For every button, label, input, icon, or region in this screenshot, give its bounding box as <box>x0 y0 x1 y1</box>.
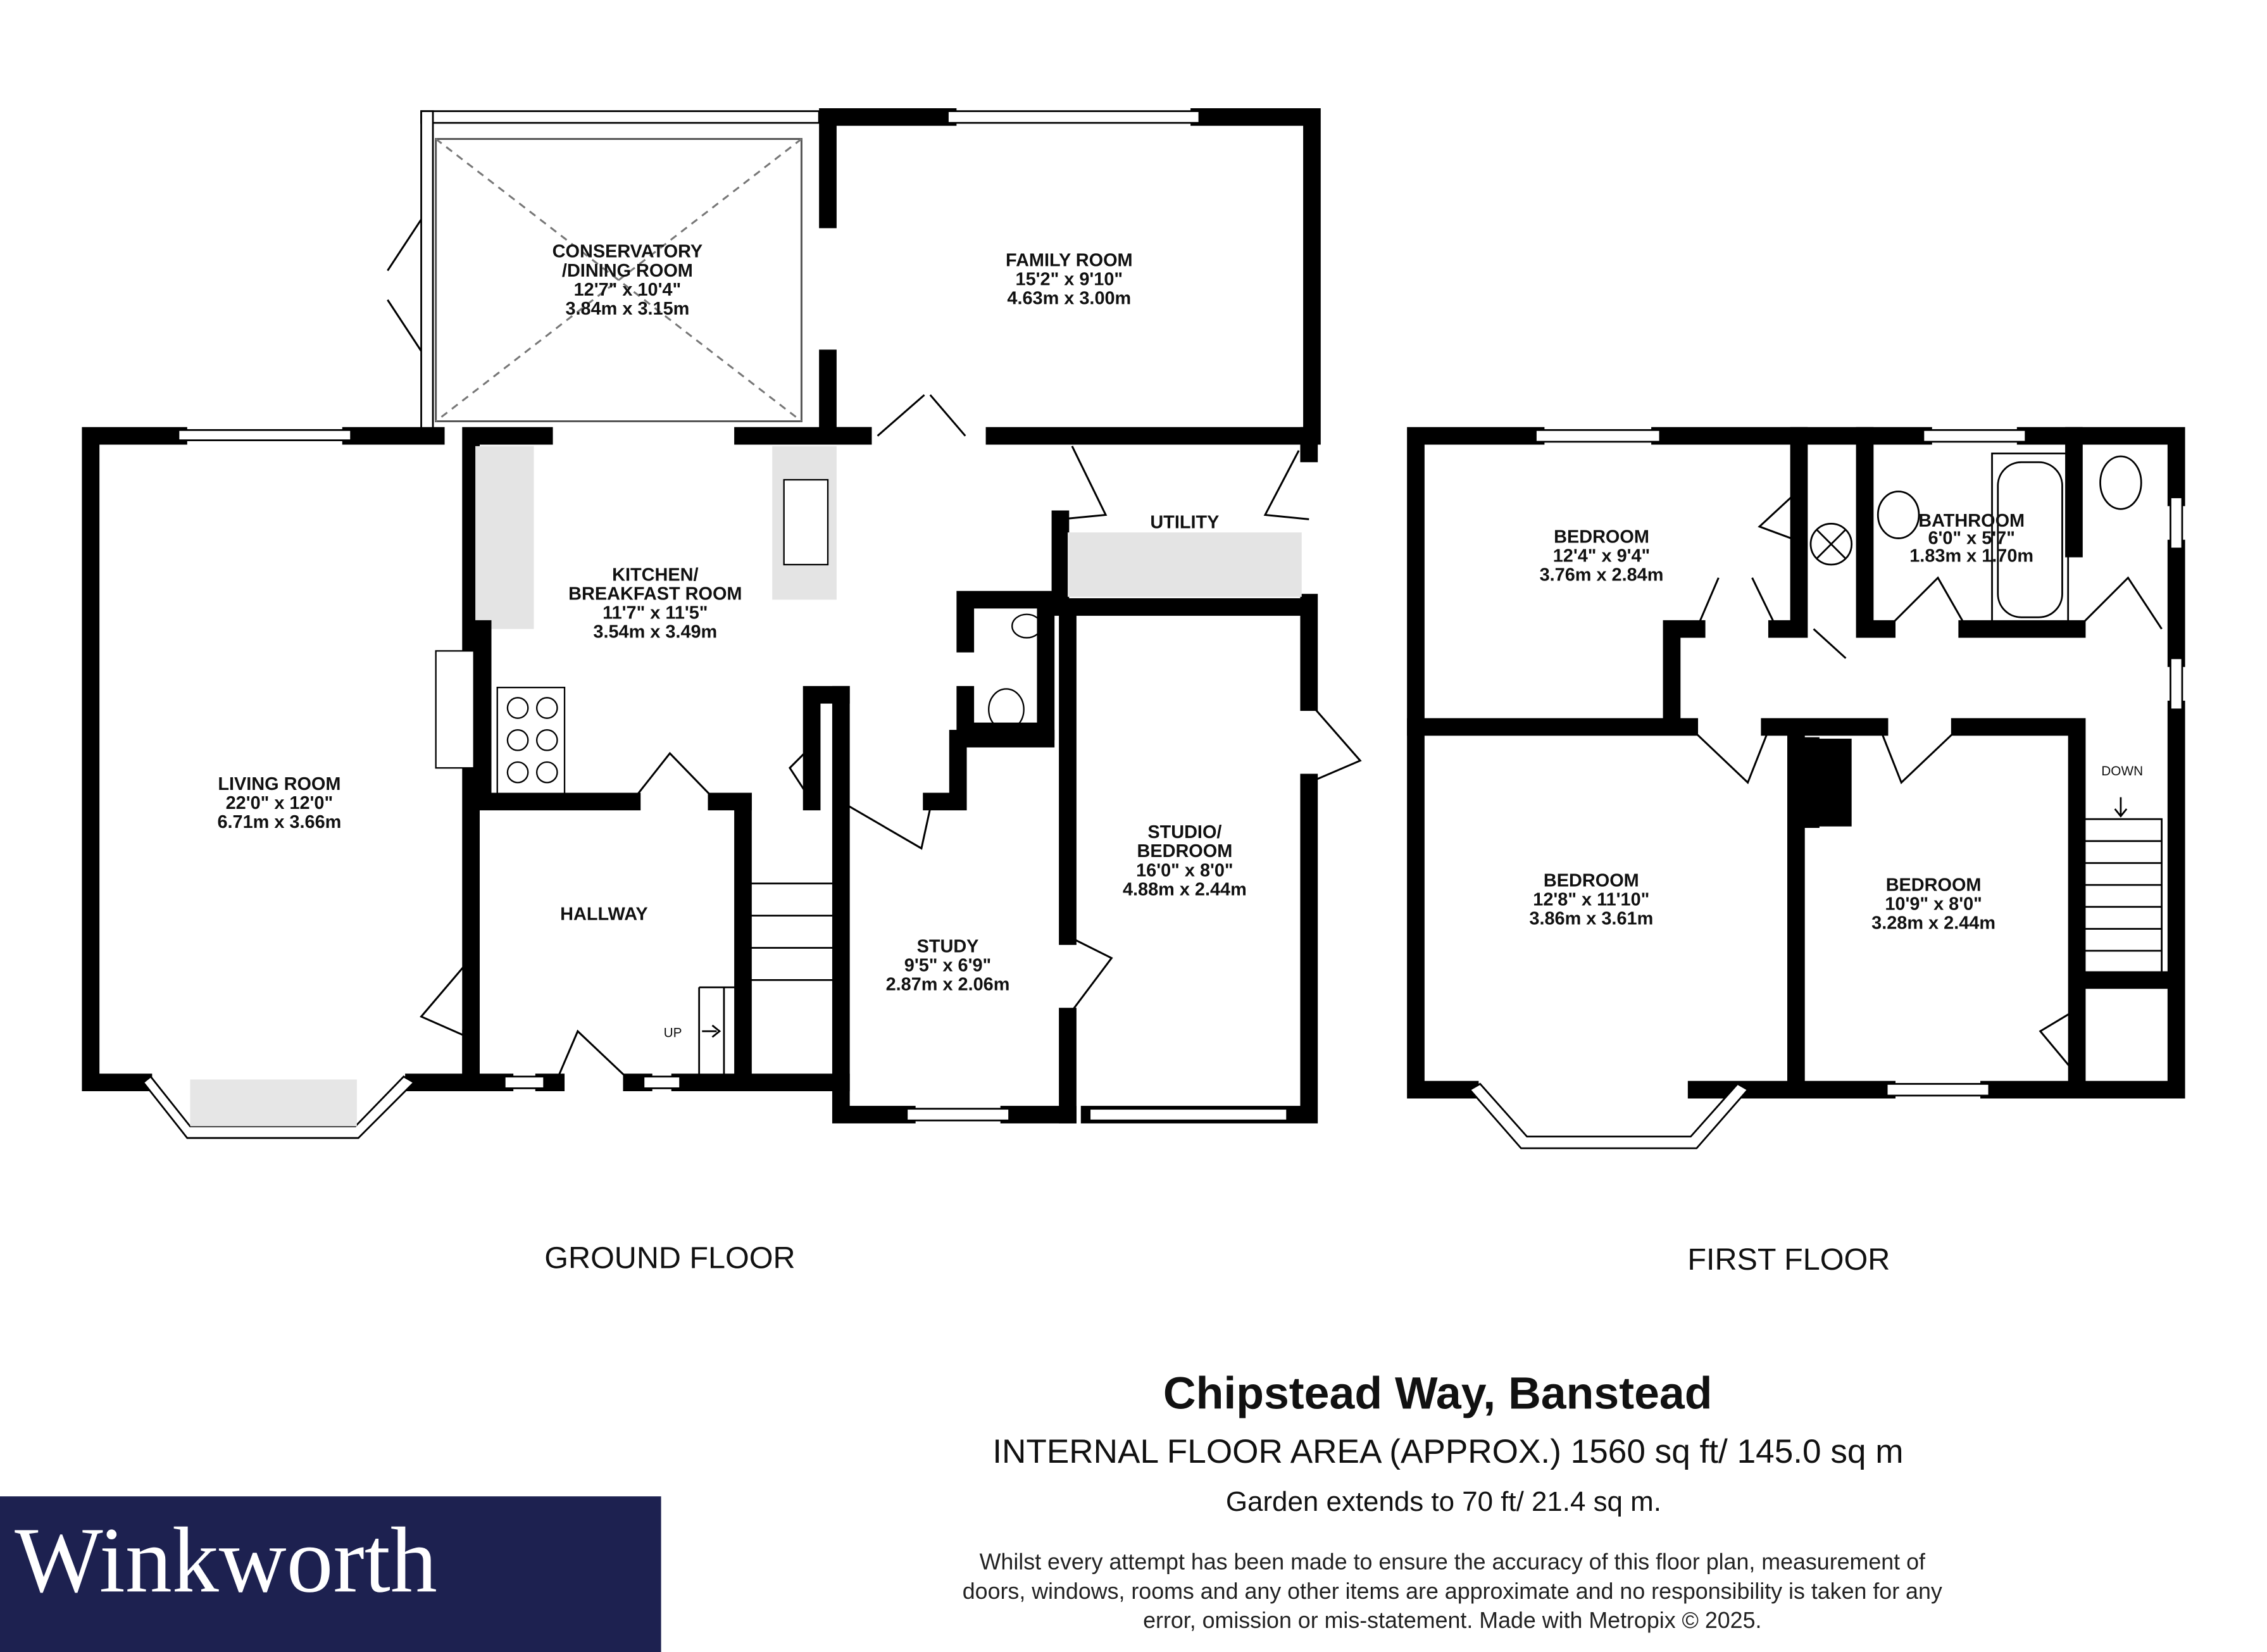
room-labels: CONSERVATORY /DINING ROOM 12'7" x 10'4" … <box>217 242 2143 1041</box>
conservatory-metric: 3.84m x 3.15m <box>565 299 689 319</box>
stairs-down-label: DOWN <box>2101 764 2143 779</box>
ground-floor-plan <box>82 108 1362 1139</box>
garden-size: Garden extends to 70 ft/ 21.4 sq m. <box>1226 1486 1661 1517</box>
bathroom-imperial: 6'0" x 5'7" <box>1928 529 2014 549</box>
first-floor-plan <box>1407 427 2185 1149</box>
bedroom-3-imperial: 10'9" x 8'0" <box>1885 894 1982 914</box>
study-imperial: 9'5" x 6'9" <box>904 955 991 975</box>
basin-icon <box>1877 491 1920 539</box>
family-room-walls <box>819 108 1321 445</box>
family-room-metric: 4.63m x 3.00m <box>1007 289 1131 309</box>
bedroom-2-imperial: 12'8" x 11'10" <box>1533 889 1649 910</box>
hallway-walls <box>462 792 850 1091</box>
bedroom-1-label: BEDROOM <box>1554 527 1649 547</box>
bathroom-label: BATHROOM <box>1918 511 2025 531</box>
toilet-icon <box>2099 455 2142 510</box>
first-floor-label: FIRST FLOOR <box>1687 1242 1890 1277</box>
extractor-fan-icon <box>1809 522 1853 566</box>
stairs-first-floor <box>2082 797 2163 984</box>
studio-imperial: 16'0" x 8'0" <box>1136 860 1233 880</box>
utility-walls <box>1051 427 1318 1123</box>
bedroom-1-metric: 3.76m x 2.84m <box>1540 565 1664 585</box>
bedroom-2-label: BEDROOM <box>1544 870 1639 891</box>
bathroom-metric: 1.83m x 1.70m <box>1909 546 2033 566</box>
studio-label-2: BEDROOM <box>1137 841 1232 861</box>
bedroom-3-label: BEDROOM <box>1886 875 1982 895</box>
living-room-imperial: 22'0" x 12'0" <box>226 793 334 813</box>
conservatory-label: CONSERVATORY <box>553 242 703 262</box>
conservatory <box>387 110 820 437</box>
family-room-label: FAMILY ROOM <box>1006 251 1133 271</box>
bedroom-2-metric: 3.86m x 3.61m <box>1529 909 1653 929</box>
kitchen-metric: 3.54m x 3.49m <box>593 622 717 642</box>
logo-text: Winkworth <box>15 1508 437 1611</box>
studio-label: STUDIO/ <box>1147 822 1221 842</box>
disclaimer-line-2: doors, windows, rooms and any other item… <box>963 1579 1942 1604</box>
winkworth-logo: Winkworth <box>0 1496 661 1652</box>
studio-metric: 4.88m x 2.44m <box>1123 879 1247 899</box>
door-swings-first-floor <box>1689 489 2163 1076</box>
disclaimer-line-1: Whilst every attempt has been made to en… <box>980 1549 1925 1575</box>
conservatory-label-2: /DINING ROOM <box>562 261 693 281</box>
bedroom-1-imperial: 12'4" x 9'4" <box>1553 546 1651 566</box>
living-room-label: LIVING ROOM <box>218 774 340 794</box>
ground-floor-label: GROUND FLOOR <box>544 1241 795 1275</box>
living-room-metric: 6.71m x 3.66m <box>217 812 341 832</box>
hallway-label: HALLWAY <box>560 904 648 925</box>
conservatory-imperial: 12'7" x 10'4" <box>574 280 682 300</box>
kitchen-imperial: 11'7" x 11'5" <box>603 603 708 623</box>
bath-icon <box>1991 453 2070 624</box>
disclaimer-line-3: error, omission or mis-statement. Made w… <box>1143 1608 1761 1633</box>
study-label: STUDY <box>917 936 979 956</box>
kitchen-label: KITCHEN/ <box>612 565 698 585</box>
kitchen-label-2: BREAKFAST ROOM <box>568 584 742 604</box>
utility-label: UTILITY <box>1150 512 1219 532</box>
stairs <box>698 882 835 1080</box>
floor-area: INTERNAL FLOOR AREA (APPROX.) 1560 sq ft… <box>992 1433 1903 1470</box>
bedroom-3-metric: 3.28m x 2.44m <box>1871 913 1995 933</box>
study-metric: 2.87m x 2.06m <box>886 975 1010 995</box>
stairs-up-label: UP <box>664 1025 682 1040</box>
family-room-imperial: 15'2" x 9'10" <box>1016 270 1123 290</box>
property-title: Chipstead Way, Banstead <box>1163 1368 1713 1418</box>
hob-icon <box>506 697 558 784</box>
